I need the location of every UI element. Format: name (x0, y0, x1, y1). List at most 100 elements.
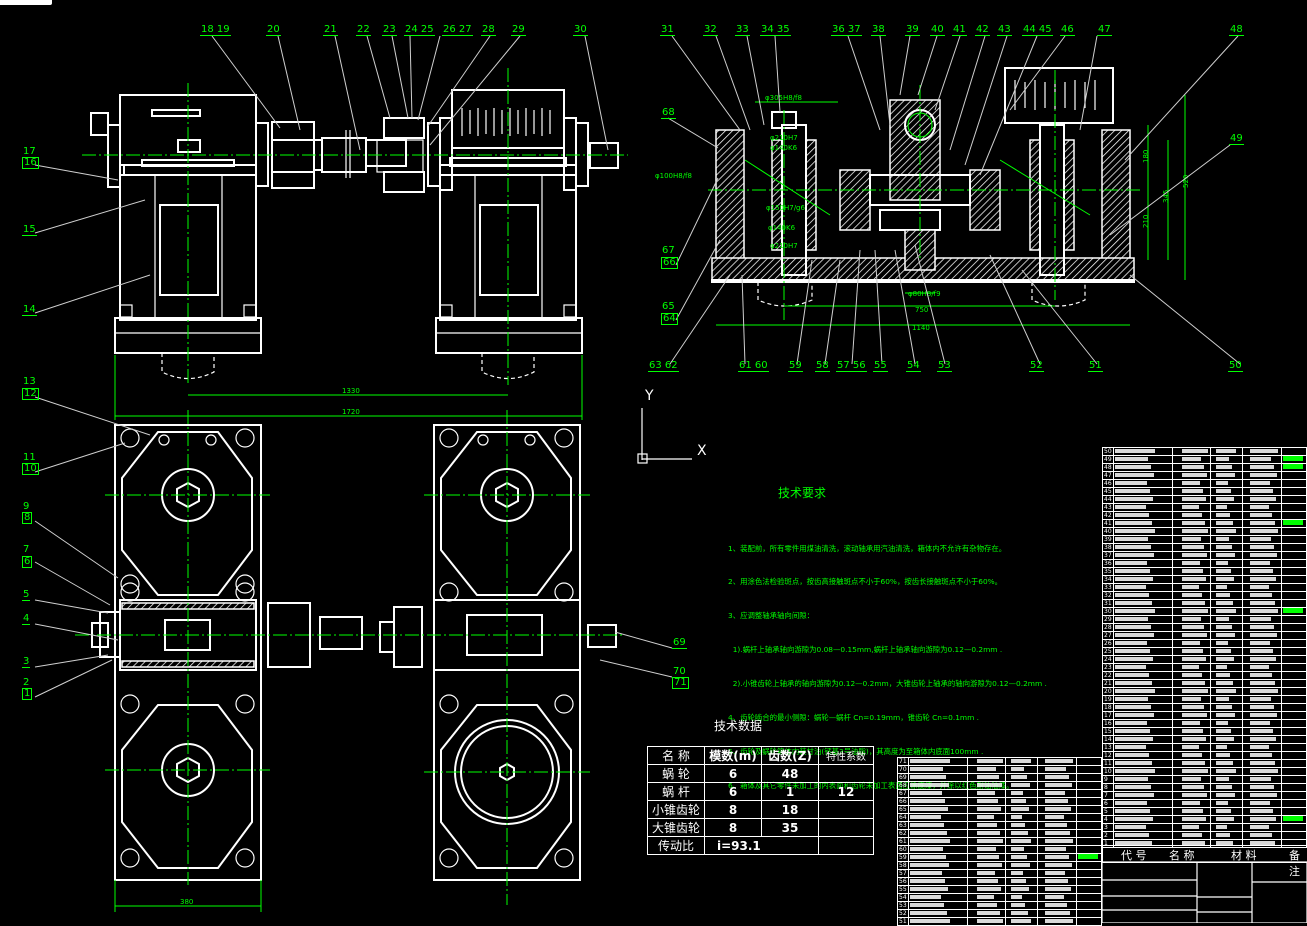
leader-69: 69 (672, 637, 687, 649)
item-material (1210, 535, 1243, 544)
illegible-text (1216, 785, 1233, 789)
item-name (1172, 471, 1212, 480)
item-name (1172, 703, 1212, 712)
illegible-text (1249, 697, 1271, 701)
plan-right-housing (379, 424, 617, 881)
illegible-text (1011, 903, 1026, 907)
illegible-text (1216, 721, 1229, 725)
item-name (967, 837, 1007, 846)
item-name (967, 917, 1007, 926)
item-remark (1076, 917, 1102, 926)
illegible-text (1114, 593, 1149, 597)
illegible-text (1011, 839, 1032, 843)
tech-data-table: 名 称 模数(m) 齿数(Z) 特性系数 蜗 轮 6 48 蜗 杆 6 1 12… (647, 746, 874, 855)
illegible-text (1011, 911, 1029, 915)
item-spec (1241, 607, 1283, 616)
item-name (967, 901, 1007, 910)
item-material (1005, 821, 1038, 830)
leader-67: 67 (662, 245, 675, 256)
item-material (1210, 831, 1243, 840)
item-number: 36 (1102, 559, 1114, 568)
illegible-text (1182, 817, 1207, 821)
item-spec (1241, 679, 1283, 688)
item-number: 50 (1102, 447, 1114, 456)
illegible-text (1114, 609, 1155, 613)
cell-teeth: 18 (761, 800, 819, 819)
item-name (967, 781, 1007, 790)
item-spec (1241, 799, 1283, 808)
item-spec (1241, 743, 1283, 752)
item-number: 20 (1102, 687, 1114, 696)
illegible-text (1011, 775, 1028, 779)
item-remark (1076, 901, 1102, 910)
item-spec (1241, 831, 1283, 840)
item-remark (1281, 751, 1307, 760)
illegible-text (1182, 497, 1207, 501)
item-number: 63 (897, 821, 909, 830)
leader-32: 32 (703, 24, 718, 36)
item-spec (1036, 853, 1078, 862)
illegible-text (1216, 489, 1232, 493)
item-name (967, 813, 1007, 822)
parts-list-row: 50 (1102, 447, 1307, 456)
item-number: 64 (897, 813, 909, 822)
illegible-text (1044, 887, 1071, 891)
item-spec (1241, 503, 1283, 512)
illegible-text (1011, 887, 1030, 891)
item-material (1210, 767, 1243, 776)
item-spec (1036, 909, 1078, 918)
item-material (1210, 775, 1243, 784)
illegible-text (1182, 825, 1200, 829)
illegible-text (1216, 681, 1234, 685)
illegible-text (1249, 513, 1272, 517)
leader-14: 14 (22, 304, 37, 316)
item-number: 42 (1102, 511, 1114, 520)
item-number: 31 (1102, 599, 1114, 608)
item-number: 66 (897, 797, 909, 806)
item-name (1172, 791, 1212, 800)
leader-47: 47 (1097, 24, 1112, 36)
illegible-text (1114, 585, 1146, 589)
item-remark (1281, 623, 1307, 632)
item-remark (1281, 607, 1307, 616)
illegible-text (1249, 545, 1274, 549)
illegible-text (1182, 649, 1204, 653)
parts-list-row: 8 (1102, 783, 1307, 792)
leader-17: 17 (23, 146, 36, 157)
item-code (1112, 799, 1174, 808)
header-name: 名 称 (1169, 849, 1195, 862)
illegible-text (909, 879, 945, 883)
tech-data-ratio-row: 传动比 i=93.1 (647, 836, 874, 855)
ucs-icon (637, 408, 692, 464)
item-spec (1036, 845, 1078, 854)
illegible-text (1249, 681, 1275, 685)
illegible-text (1216, 761, 1234, 765)
item-spec (1241, 511, 1283, 520)
illegible-text (1114, 665, 1146, 669)
header-material: 材 料 (1231, 849, 1257, 862)
item-material (1210, 703, 1243, 712)
item-remark (1281, 615, 1307, 624)
item-number: 3 (1102, 823, 1114, 832)
item-code (1112, 463, 1174, 472)
item-material (1210, 495, 1243, 504)
illegible-text (1182, 585, 1200, 589)
item-spec (1241, 583, 1283, 592)
item-code (1112, 535, 1174, 544)
item-material (1210, 751, 1243, 760)
illegible-text (1114, 633, 1154, 637)
item-name (1172, 511, 1212, 520)
parts-list-row: 67 (897, 789, 1102, 798)
item-number: 60 (897, 845, 909, 854)
illegible-text (1044, 815, 1064, 819)
illegible-text (1044, 855, 1069, 859)
illegible-text (1249, 505, 1269, 509)
leader-20: 20 (266, 24, 281, 36)
illegible-text (1216, 665, 1228, 669)
item-code (1112, 751, 1174, 760)
item-spec (1241, 815, 1283, 824)
parts-list-row: 47 (1102, 471, 1307, 480)
item-material (1005, 765, 1038, 774)
tech-data-row: 蜗 杆 6 1 12 (647, 782, 874, 801)
